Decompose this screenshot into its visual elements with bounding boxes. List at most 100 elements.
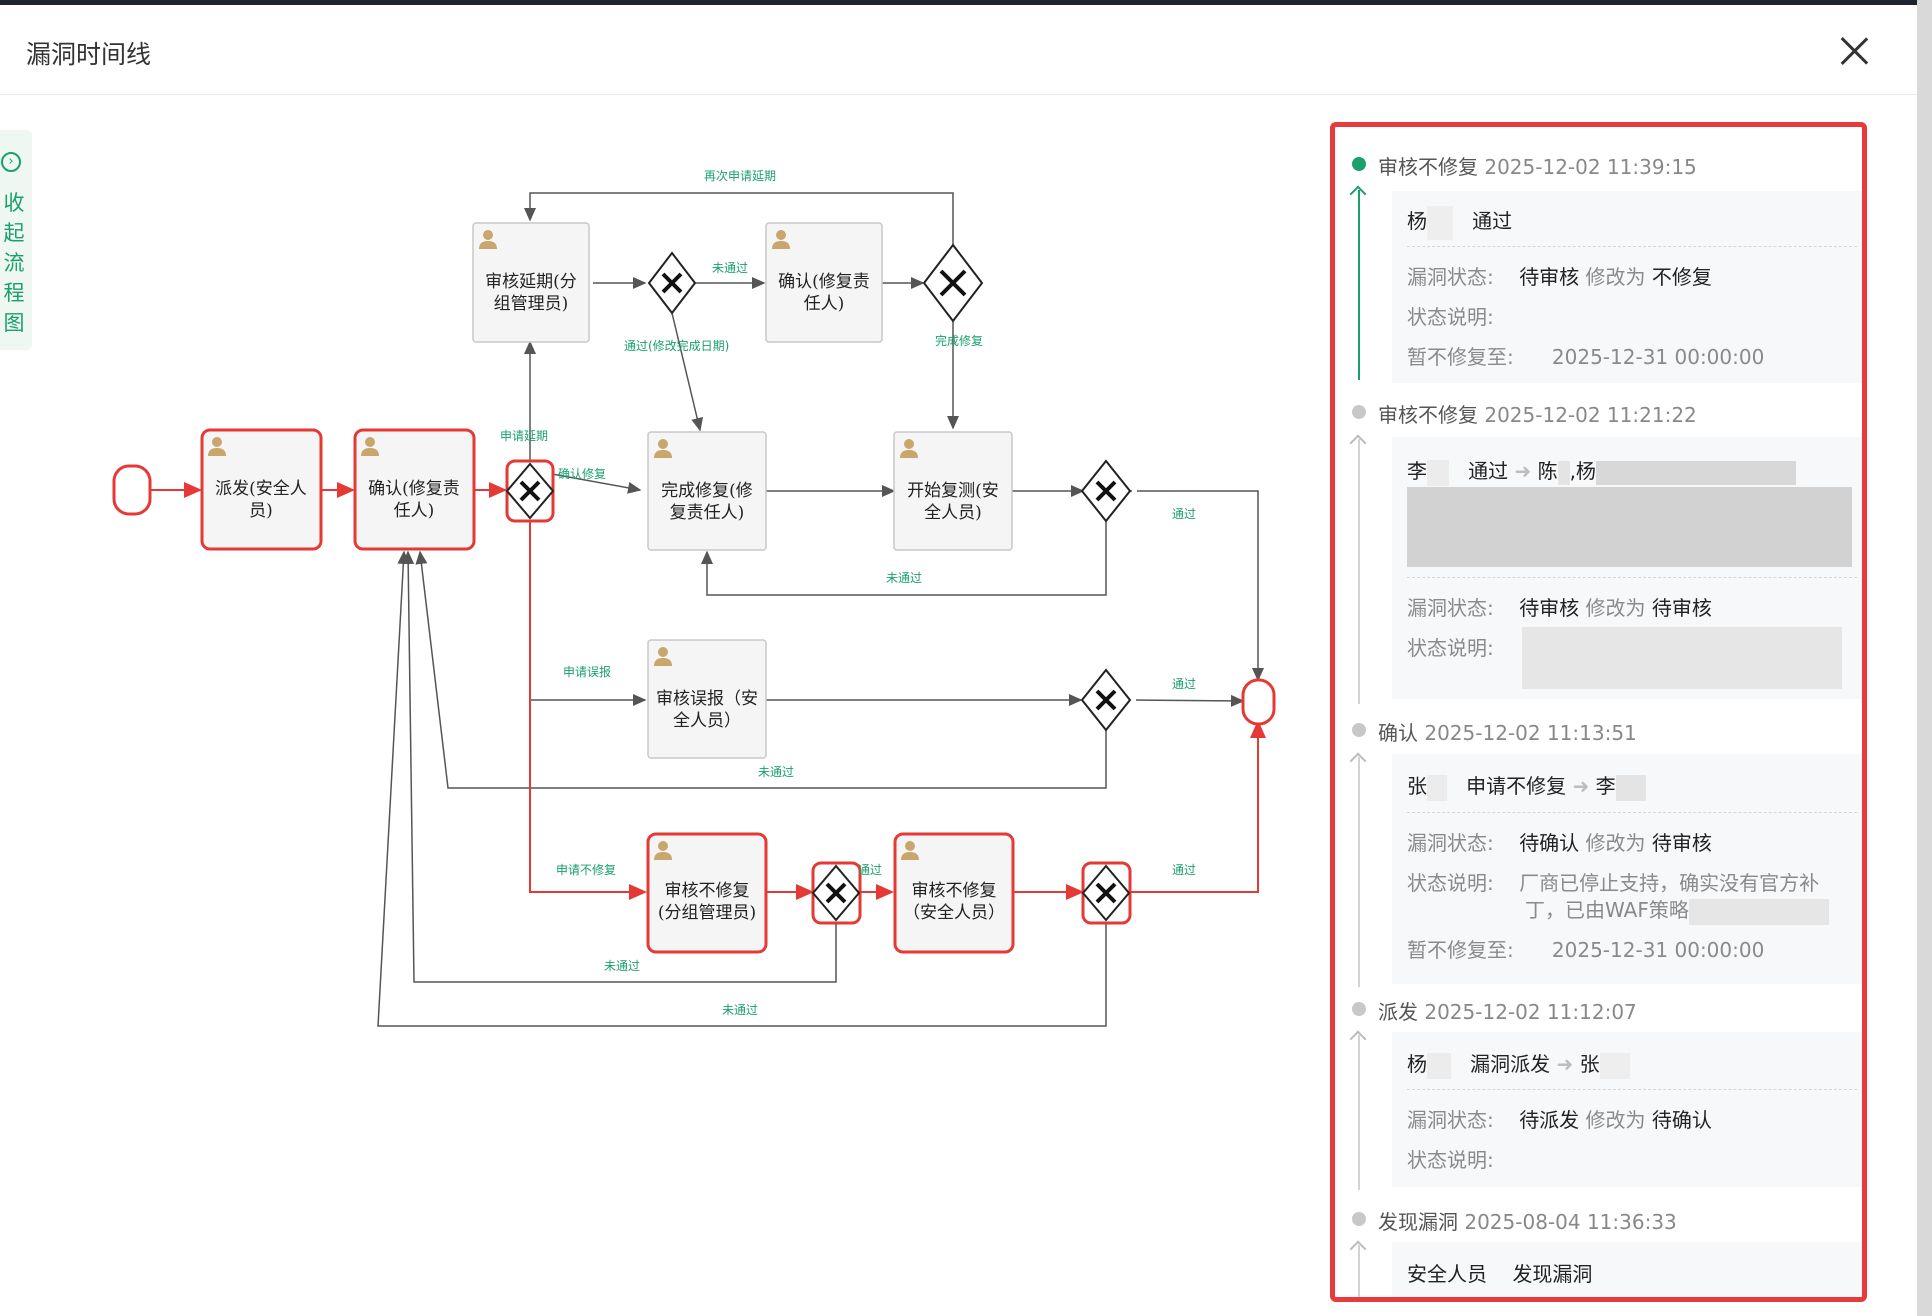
timeline-card: 杨 通过 漏洞状态: 待审核 修改为 不修复 状态说明: 暂不修复至: 2025…: [1392, 191, 1862, 383]
svg-text:（安全人员）: （安全人员）: [903, 903, 1005, 923]
target-name: 张: [1579, 1052, 1600, 1076]
label-apply-false-positive: 申请误报: [563, 664, 611, 679]
until-row: 暂不修复至: 2025-12-31 00:00:00: [1407, 345, 1765, 369]
svg-text:员): 员): [249, 501, 273, 521]
window-top-bar: [0, 0, 1932, 5]
timeline-card: 张 申请不修复 ➜ 李 漏洞状态: 待确认 修改为 待审核 状态说明: 厂商已停…: [1392, 754, 1862, 984]
close-icon[interactable]: [1836, 33, 1872, 69]
redacted-block: [1407, 487, 1852, 567]
label-not-passed: 未通过: [722, 1003, 758, 1017]
gateway-6: [811, 861, 862, 925]
task-confirm-2[interactable]: 确认(修复责 任人): [765, 222, 883, 343]
target-name: 陈: [1537, 459, 1558, 483]
status-row: 漏洞状态: 待确认 修改为 待审核: [1407, 831, 1712, 855]
operation: 漏洞派发: [1470, 1052, 1551, 1076]
operation: 申请不修复: [1466, 774, 1567, 798]
desc-row: 状态说明:: [1407, 305, 1494, 329]
redacted: [1427, 205, 1453, 240]
timeline-dot: [1352, 1002, 1366, 1016]
desc-row: 状态说明:: [1407, 1148, 1494, 1172]
operation-row: 杨 通过: [1407, 205, 1512, 240]
task-review-nofix-security[interactable]: 审核不修复 （安全人员）: [893, 832, 1015, 954]
operator-name: 安全人员: [1407, 1262, 1487, 1286]
task-review-nofix-group[interactable]: 审核不修复 (分组管理员): [646, 832, 768, 954]
timeline-header: 确认 2025-12-02 11:13:51: [1378, 717, 1637, 746]
timeline-panel[interactable]: 审核不修复 2025-12-02 11:39:15 杨 通过 漏洞状态: 待审核…: [1330, 122, 1867, 1302]
label-passed: 通过: [1172, 677, 1196, 691]
task-retest[interactable]: 开始复测(安 全人员): [893, 431, 1013, 551]
label-passed: 通过: [1172, 507, 1196, 521]
operation-row: 李 通过 ➜ 陈,杨: [1407, 455, 1796, 486]
timeline-action: 审核不修复: [1378, 155, 1478, 179]
redacted: [1688, 898, 1829, 925]
operation: 通过: [1472, 209, 1513, 233]
desc-row-2: 丁，已由WAF策略: [1525, 894, 1829, 925]
timeline-time: 2025-12-02 11:12:07: [1424, 1000, 1637, 1024]
timeline-time: 2025-08-04 11:36:33: [1464, 1210, 1677, 1234]
svg-text:确认(修复责: 确认(修复责: [778, 272, 870, 292]
operation-row: 杨 漏洞派发 ➜ 张: [1407, 1048, 1630, 1079]
label-confirm-fix: 确认修复: [558, 466, 606, 481]
collapse-flowchart-button[interactable]: › 收 起 流 程 图: [0, 130, 32, 350]
operator-name: 李: [1407, 459, 1427, 483]
timeline-dot: [1352, 1212, 1366, 1226]
status-row: 漏洞状态: 待派发 修改为 待确认: [1407, 1108, 1712, 1132]
card-divider: [1407, 812, 1857, 813]
task-confirm[interactable]: 确认(修复责 任人): [353, 428, 476, 551]
timeline-header: 审核不修复 2025-12-02 11:21:22: [1378, 399, 1697, 428]
timeline-action: 派发: [1378, 1000, 1418, 1024]
gateway-4: [1080, 459, 1132, 523]
svg-text:开始复测(安: 开始复测(安: [907, 481, 999, 501]
redacted-block: [1522, 627, 1842, 689]
gateway-3: [922, 243, 984, 323]
card-divider: [1407, 577, 1857, 578]
task-review-false-positive[interactable]: 审核误报（安 全人员）: [647, 639, 767, 759]
operation-row: 安全人员 发现漏洞: [1407, 1258, 1592, 1287]
gateway-5: [1080, 668, 1132, 732]
operation-row: 张 申请不修复 ➜ 李: [1407, 770, 1646, 801]
card-divider: [1407, 246, 1857, 247]
svg-text:审核延期(分: 审核延期(分: [485, 272, 577, 292]
timeline-action: 审核不修复: [1378, 403, 1478, 427]
svg-text:组管理员): 组管理员): [494, 294, 569, 314]
label-not-passed: 未通过: [604, 959, 640, 973]
gray-edges: [377, 192, 1258, 1027]
svg-text:完成修复(修: 完成修复(修: [661, 481, 753, 501]
redacted: [1427, 1052, 1451, 1079]
label-reapply-extend: 再次申请延期: [704, 169, 776, 183]
timeline-line: [1358, 757, 1360, 987]
timeline-action: 发现漏洞: [1378, 1210, 1458, 1234]
timeline-dot: [1352, 723, 1366, 737]
end-event: [1241, 678, 1276, 726]
redacted: [1557, 460, 1570, 485]
svg-text:复责任人): 复责任人): [670, 503, 745, 523]
task-dispatch[interactable]: 派发(安全人 员): [200, 428, 323, 551]
label-apply-extend: 申请延期: [500, 429, 548, 443]
timeline-time: 2025-12-02 11:39:15: [1484, 155, 1697, 179]
svg-text:审核不修复: 审核不修复: [912, 881, 997, 901]
operation: 通过: [1468, 459, 1509, 483]
until-row: 暂不修复至: 2025-12-31 00:00:00: [1407, 938, 1765, 962]
svg-text:审核不修复: 审核不修复: [665, 881, 750, 901]
operator-name: 杨: [1407, 209, 1427, 233]
status-row: 漏洞状态: 待审核 修改为 待审核: [1407, 596, 1712, 620]
timeline-line: [1358, 1245, 1360, 1297]
svg-text:全人员）: 全人员）: [673, 711, 741, 731]
collapse-flowchart-label: 收 起 流 程 图: [3, 191, 25, 335]
redacted: [1615, 774, 1646, 801]
svg-text:任人): 任人): [804, 294, 845, 314]
timeline-card: 李 通过 ➜ 陈,杨 漏洞状态: 待审核 修改为 待审核 状态说明:: [1392, 437, 1862, 699]
timeline-card: 安全人员 发现漏洞: [1392, 1242, 1862, 1297]
label-passed: 通过: [858, 863, 882, 877]
timeline-line: [1358, 1035, 1360, 1190]
timeline-dot: [1352, 405, 1366, 419]
timeline-header: 派发 2025-12-02 11:12:07: [1378, 996, 1637, 1025]
timeline-dot: [1352, 157, 1366, 171]
svg-text:全人员): 全人员): [924, 503, 982, 523]
status-row: 漏洞状态: 待审核 修改为 不修复: [1407, 265, 1712, 289]
dialog-header: 漏洞时间线: [0, 5, 1917, 95]
gateway-1: [505, 459, 555, 523]
task-review-extend[interactable]: 审核延期(分 组管理员): [472, 222, 590, 343]
target-name: 李: [1595, 774, 1616, 798]
task-finish-fix[interactable]: 完成修复(修 复责任人): [647, 431, 767, 551]
